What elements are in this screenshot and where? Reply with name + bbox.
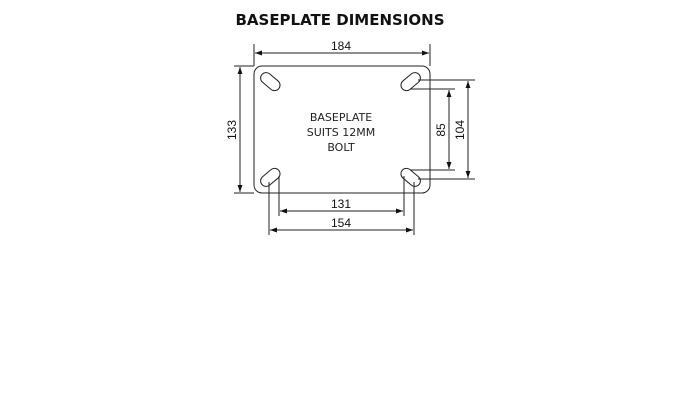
slot-bottom-right — [400, 167, 421, 187]
dimension-hole-inner-horizontal: 131 — [278, 176, 405, 216]
baseplate-outline — [253, 65, 431, 194]
dimension-overall-height: 133 — [225, 65, 254, 194]
plate-label-line-3: BOLT — [327, 141, 355, 154]
dimension-hole-outer-horizontal: 154 — [268, 182, 415, 235]
dimension-label: 184 — [331, 39, 351, 53]
dimension-label: 85 — [434, 123, 448, 137]
dimension-label: 133 — [225, 120, 239, 140]
plate-label-line-1: BASEPLATE — [310, 111, 372, 124]
slot-top-right — [400, 72, 421, 92]
plate-label-line-2: SUITS 12MM — [307, 126, 375, 139]
dimension-label: 104 — [453, 120, 467, 140]
dimension-overall-width: 184 — [253, 39, 431, 66]
slot-bottom-left — [260, 167, 281, 187]
dimension-hole-outer-vertical: 104 — [418, 79, 475, 180]
dimension-label: 154 — [331, 216, 351, 230]
slot-top-left — [260, 72, 281, 92]
dimension-label: 131 — [331, 197, 351, 211]
dimension-hole-inner-vertical: 85 — [410, 88, 455, 171]
diagram-title: BASEPLATE DIMENSIONS — [235, 11, 444, 29]
